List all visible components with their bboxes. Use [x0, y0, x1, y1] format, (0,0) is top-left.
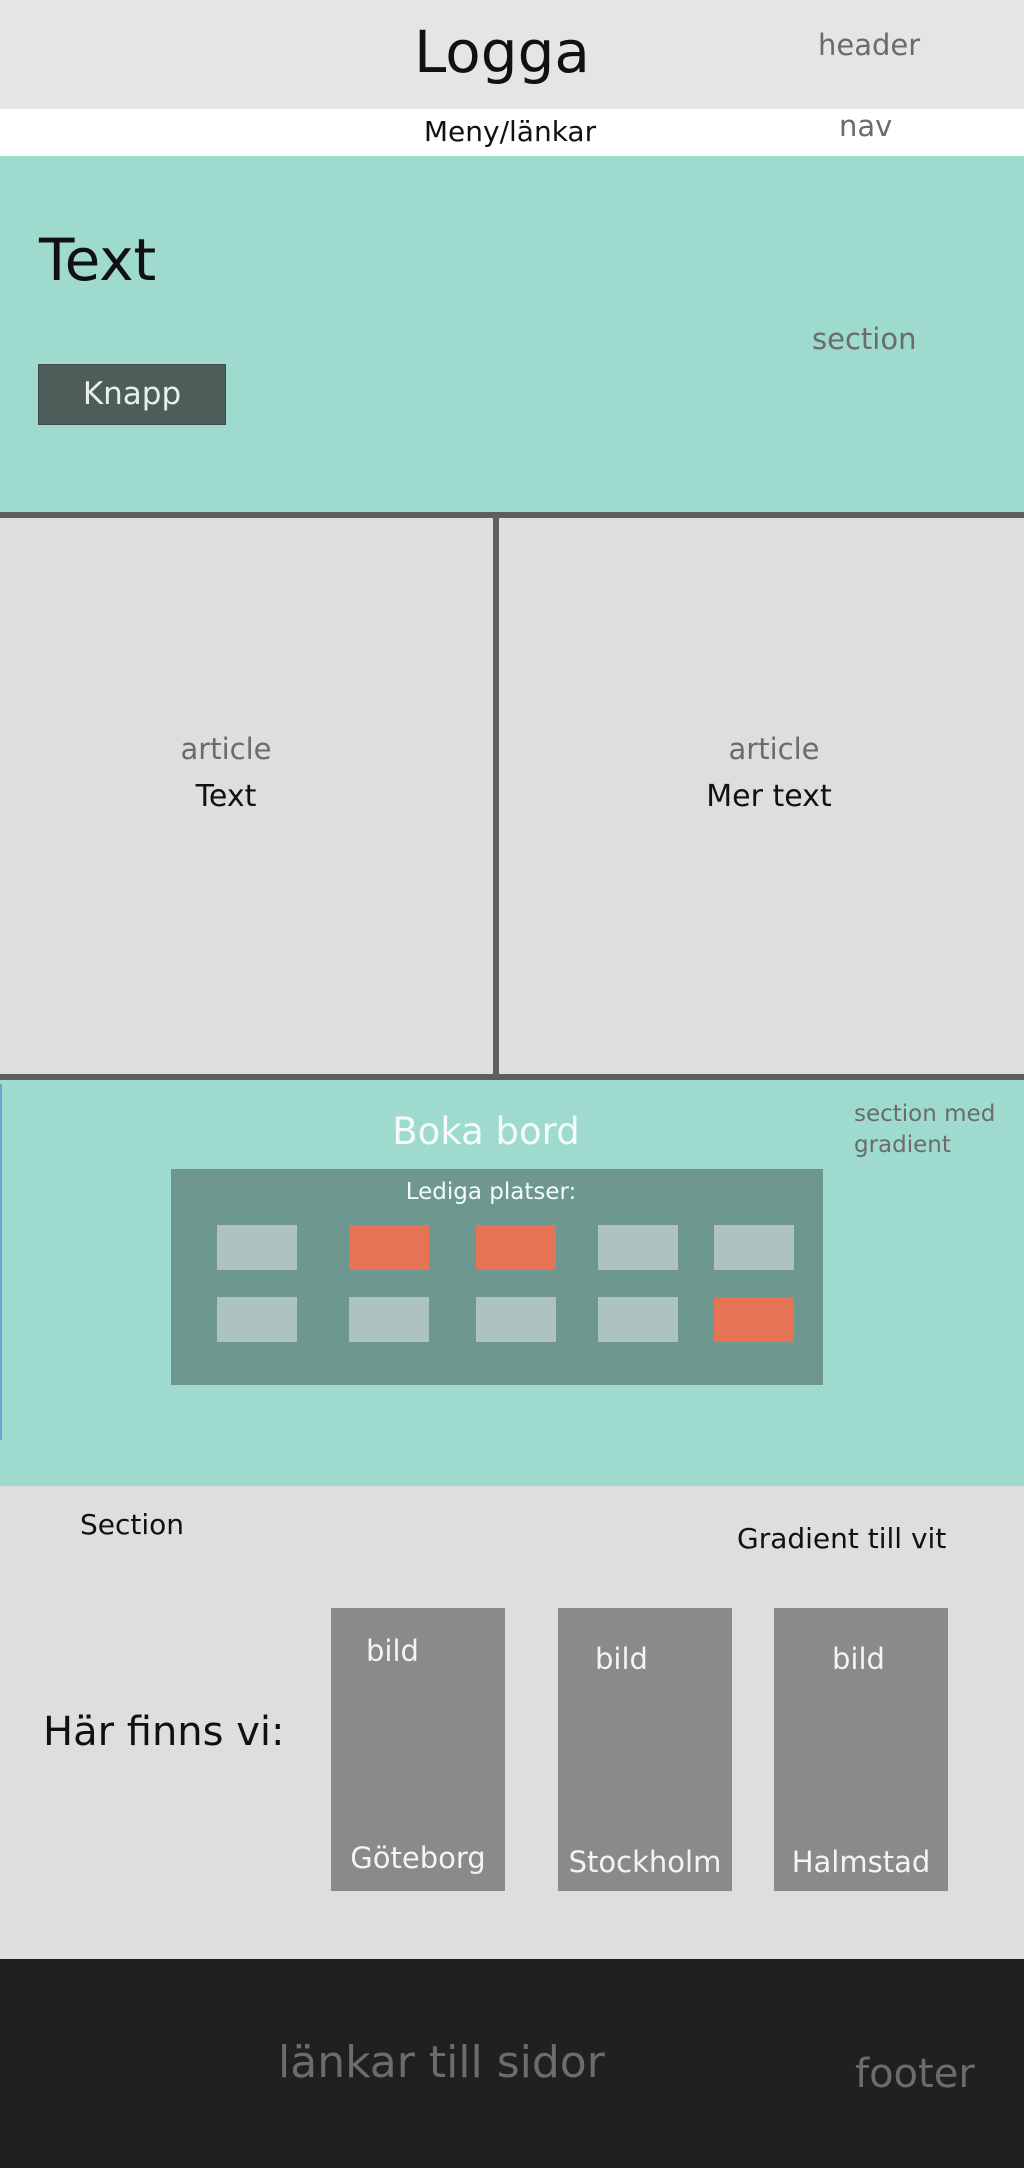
locations-section: Section Gradient till vit Här finns vi: … [0, 1486, 1024, 1959]
booking-title: Boka bord [392, 1110, 580, 1153]
gradient-note: Gradient till vit [737, 1522, 947, 1555]
location-city: Halmstad [791, 1845, 931, 1879]
seat-taken[interactable] [349, 1225, 429, 1270]
hero-section: Text Knapp section [0, 156, 1024, 512]
article-left-text: Text [195, 779, 257, 814]
seat-taken[interactable] [714, 1297, 794, 1342]
booking-label-line2: gradient [854, 1132, 951, 1158]
logo[interactable]: Logga [414, 18, 590, 86]
article-right-text: Mer text [706, 779, 832, 814]
image-placeholder: bild [832, 1642, 885, 1676]
booking-section-label: section med gradient [854, 1099, 1014, 1161]
hero-button[interactable]: Knapp [38, 364, 226, 425]
locations-heading: Här finns vi: [43, 1709, 285, 1755]
seat-free[interactable] [598, 1297, 678, 1342]
seat-free[interactable] [217, 1297, 297, 1342]
article-left-label: article [180, 732, 272, 766]
booking-section-edge [0, 1084, 2, 1440]
article-left: article Text [0, 518, 493, 1074]
footer-region-label: footer [855, 2051, 975, 2097]
seat-map-panel: Lediga platser: [171, 1169, 823, 1385]
image-placeholder: bild [595, 1642, 648, 1676]
booking-section: Boka bord section med gradient Lediga pl… [0, 1080, 1024, 1486]
hero-text: Text [39, 226, 157, 294]
articles-row: article Text article Mer text [0, 512, 1024, 1080]
seat-free[interactable] [217, 1225, 297, 1270]
image-placeholder: bild [366, 1634, 419, 1668]
nav-menu-links[interactable]: Meny/länkar [423, 115, 597, 148]
locations-section-label: Section [80, 1508, 185, 1541]
available-seats-label: Lediga platser: [405, 1179, 577, 1205]
seat-free[interactable] [714, 1225, 794, 1270]
article-right-label: article [728, 732, 820, 766]
location-city: Göteborg [350, 1841, 486, 1875]
seat-free[interactable] [476, 1297, 556, 1342]
location-city: Stockholm [568, 1845, 722, 1879]
nav-region: Meny/länkar nav [0, 109, 1024, 156]
seat-free[interactable] [349, 1297, 429, 1342]
location-card-goteborg[interactable]: bild Göteborg [331, 1608, 505, 1891]
nav-region-label: nav [839, 109, 893, 143]
seat-taken[interactable] [476, 1225, 556, 1270]
location-card-stockholm[interactable]: bild Stockholm [558, 1608, 732, 1891]
seat-free[interactable] [598, 1225, 678, 1270]
article-right: article Mer text [499, 518, 1024, 1074]
header-region-label: header [818, 28, 921, 62]
footer-region: länkar till sidor footer [0, 1959, 1024, 2168]
article-divider [493, 518, 499, 1074]
location-card-halmstad[interactable]: bild Halmstad [774, 1608, 948, 1891]
header-region: Logga header [0, 0, 1024, 109]
footer-links[interactable]: länkar till sidor [278, 2037, 605, 2088]
booking-label-line1: section med [854, 1101, 996, 1127]
hero-section-label: section [812, 322, 917, 356]
